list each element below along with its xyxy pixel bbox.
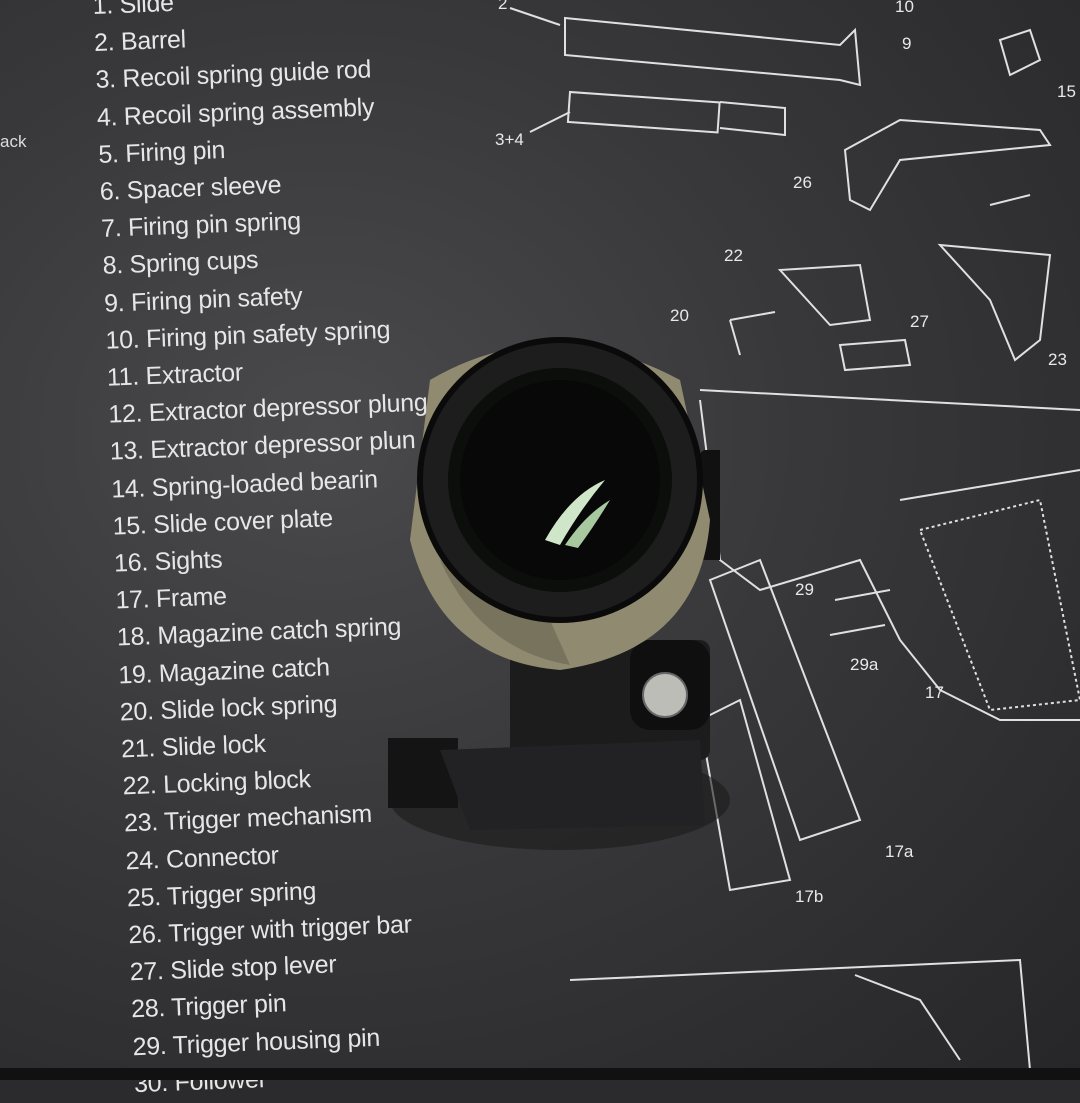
pin-drawing — [989, 194, 1031, 206]
diagram-label: 20 — [670, 306, 689, 325]
locking-block-drawing — [777, 263, 872, 327]
magazine-drawing — [708, 558, 862, 842]
diagram-label: 27 — [910, 312, 929, 331]
grip-texture — [918, 498, 1080, 712]
magazine-drawing — [698, 698, 792, 892]
trigger-bar-drawing — [843, 118, 1052, 212]
diagram-label: 29a — [850, 655, 879, 674]
slide-stop-drawing — [838, 338, 912, 372]
diagram-label: 22 — [724, 246, 743, 265]
diagram-label: 2 — [498, 0, 508, 13]
magnifier-scope — [410, 337, 720, 670]
diagram-label: 9 — [902, 34, 912, 53]
diagram-label: 15 — [1057, 82, 1076, 101]
diagram-label: 23 — [1048, 350, 1067, 369]
image-border — [0, 1068, 1080, 1080]
diagram-label: 3+4 — [495, 130, 524, 149]
guide-rod-drawing — [719, 101, 786, 137]
trigger-mechanism-drawing — [937, 243, 1052, 362]
diagram-label: 17a — [885, 842, 914, 861]
diagram-label: 10 — [895, 0, 914, 16]
diagram-label: 17 — [925, 683, 944, 702]
diagram-label: 26 — [793, 173, 812, 192]
lens-reflection — [545, 480, 605, 545]
frame-outline-bottom — [569, 958, 1031, 1071]
side-text: ack — [0, 132, 27, 151]
pin-drawing — [829, 589, 891, 636]
leader-line — [509, 7, 561, 26]
barrel-drawing — [564, 16, 862, 87]
leader-line — [529, 111, 571, 133]
diagram-label: 29 — [795, 580, 814, 599]
slide-cover-drawing — [998, 28, 1042, 77]
frame-drawing — [699, 389, 1080, 721]
slide-lock-spring-drawing — [729, 311, 776, 356]
lever-knob — [642, 672, 688, 718]
diagram-label: 17b — [795, 887, 824, 906]
recoil-spring-drawing — [566, 90, 721, 134]
exploded-diagram — [509, 7, 1080, 1071]
scope-mount — [388, 640, 730, 850]
